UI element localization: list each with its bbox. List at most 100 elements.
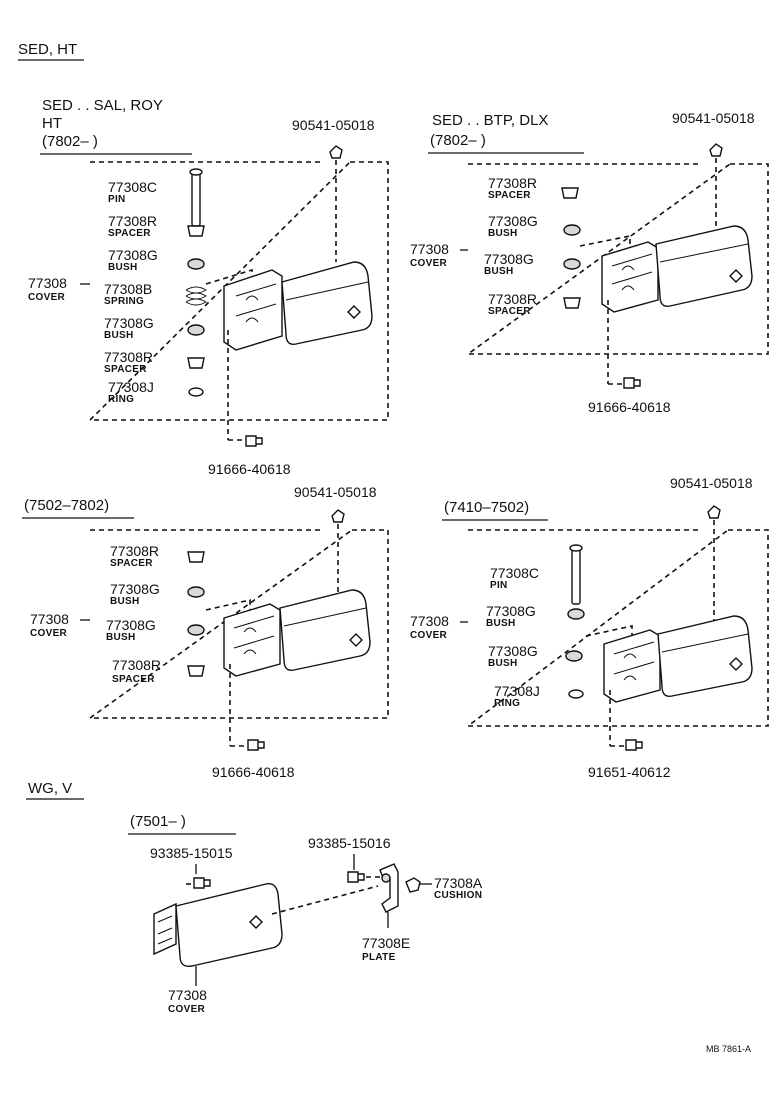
part-number: 77308G: [488, 643, 538, 659]
part-number: 77308R: [110, 543, 159, 559]
part-name: BUSH: [108, 262, 138, 273]
pin-icon: [571, 547, 581, 605]
ring-icon: [188, 387, 204, 397]
part-name: BUSH: [486, 618, 516, 629]
hinge-detail: [233, 615, 275, 655]
bolt-icon: [245, 435, 263, 447]
cover-name: COVER: [410, 258, 448, 269]
panel1-top-part-number: 90541-05018: [292, 117, 375, 133]
cover-name: COVER: [410, 630, 448, 641]
spacer-icon: [563, 297, 581, 309]
panel1-bottom-part-number: 91666-40618: [208, 461, 291, 477]
part-number: 77308R: [104, 349, 153, 365]
panel1-title-ht: HT: [42, 115, 62, 132]
part-name: PIN: [490, 580, 508, 591]
lid-mark-icon: [349, 633, 363, 647]
part-number: 77308G: [106, 617, 156, 633]
cushion-part-name: CUSHION: [434, 890, 482, 901]
plate-part-number: 77308E: [362, 935, 410, 951]
bush-icon: [187, 324, 205, 336]
lid-crease: [661, 633, 749, 653]
panel-sed-sal-roy: SED . . SAL, ROY HT (7802– ) 90541-05018…: [28, 97, 389, 477]
hinge-detail: [235, 283, 277, 323]
pin-head-icon: [569, 544, 583, 552]
lid-mark-icon: [729, 657, 743, 671]
part-number: 77308R: [108, 213, 157, 229]
heading-wg-v: WG, V: [28, 780, 72, 797]
panel2-date-range: (7802– ): [430, 132, 486, 149]
screw-right-part-number: 93385-15016: [308, 835, 391, 851]
bush-icon: [565, 650, 583, 662]
bush-icon: [563, 224, 581, 236]
panel-7502-7802: (7502–7802) 90541-05018 77308 COVER 7730…: [22, 484, 389, 780]
bolt-icon: [247, 739, 265, 751]
wg-hinge: [153, 902, 177, 956]
part-number: 77308R: [488, 291, 537, 307]
plate-part-name: PLATE: [362, 952, 396, 963]
screw-icon: [347, 871, 365, 883]
panel2-frame: [465, 163, 769, 355]
panel-7501: (7501– ) 93385-15015 93385-15016 77308A …: [128, 813, 483, 1015]
clip-icon: [331, 509, 345, 523]
pin-icon: [191, 171, 201, 227]
screw-left-part-number: 93385-15015: [150, 845, 233, 861]
cover-number: 77308: [168, 987, 207, 1003]
cover-number: 77308: [30, 611, 69, 627]
hinge-detail: [613, 641, 655, 681]
panel4-top-part-number: 90541-05018: [670, 475, 753, 491]
clip-icon: [709, 143, 723, 157]
panel2-title: SED . . BTP, DLX: [432, 112, 548, 129]
spring-icon: [185, 286, 207, 306]
part-name: BUSH: [488, 228, 518, 239]
part-number: 77308G: [486, 603, 536, 619]
part-number: 77308G: [104, 315, 154, 331]
cover-number: 77308: [28, 275, 67, 291]
bush-icon: [187, 624, 205, 636]
part-name: RING: [494, 698, 520, 709]
panel3-date-range: (7502–7802): [24, 497, 109, 514]
hinge-bracket: [603, 629, 661, 703]
bolt-icon: [625, 739, 643, 751]
plate-hole: [381, 873, 391, 883]
part-name: BUSH: [104, 330, 134, 341]
part-name: PIN: [108, 194, 126, 205]
part-name: SPACER: [488, 306, 531, 317]
clip-icon: [707, 505, 721, 519]
part-number: 77308G: [488, 213, 538, 229]
fuel-lid-cover: [281, 261, 373, 345]
part-number: 77308B: [104, 281, 152, 297]
part-number: 77308C: [108, 179, 157, 195]
panel4-bottom-part-number: 91651-40612: [588, 764, 671, 780]
hinge-bracket: [223, 603, 281, 677]
panel-7410-7502: (7410–7502) 90541-05018 77308 COVER 7730…: [410, 475, 769, 780]
part-number: 77308C: [490, 565, 539, 581]
assembly-dashline: [271, 885, 379, 915]
part-number: 77308J: [108, 379, 154, 395]
part-name: BUSH: [484, 266, 514, 277]
part-name: SPACER: [112, 674, 155, 685]
panel4-date-range: (7410–7502): [444, 499, 529, 516]
cover-name: COVER: [30, 628, 68, 639]
hinge-detail: [157, 915, 173, 945]
fuel-lid-cover: [657, 615, 753, 697]
panel3-frame: [87, 529, 389, 719]
fuel-lid-cover: [279, 589, 371, 671]
part-number: 77308G: [110, 581, 160, 597]
spacer-icon: [187, 551, 205, 563]
hinge-bracket: [223, 269, 283, 351]
panel1-title: SED . . SAL, ROY: [42, 97, 163, 114]
cushion-icon: [405, 877, 421, 893]
part-name: BUSH: [110, 596, 140, 607]
panel4-frame: [465, 529, 769, 727]
lid-mark-icon: [347, 305, 361, 319]
panel3-bottom-part-number: 91666-40618: [212, 764, 295, 780]
part-name: SPRING: [104, 296, 144, 307]
wg-fuel-lid-cover: [175, 883, 283, 967]
lid-crease: [285, 281, 369, 301]
part-name: SPACER: [108, 228, 151, 239]
panel-sed-btp-dlx: SED . . BTP, DLX (7802– ) 90541-05018 77…: [410, 110, 769, 415]
part-name: SPACER: [104, 364, 147, 375]
part-name: BUSH: [488, 658, 518, 669]
bush-icon: [187, 586, 205, 598]
pin-head-icon: [189, 168, 203, 176]
